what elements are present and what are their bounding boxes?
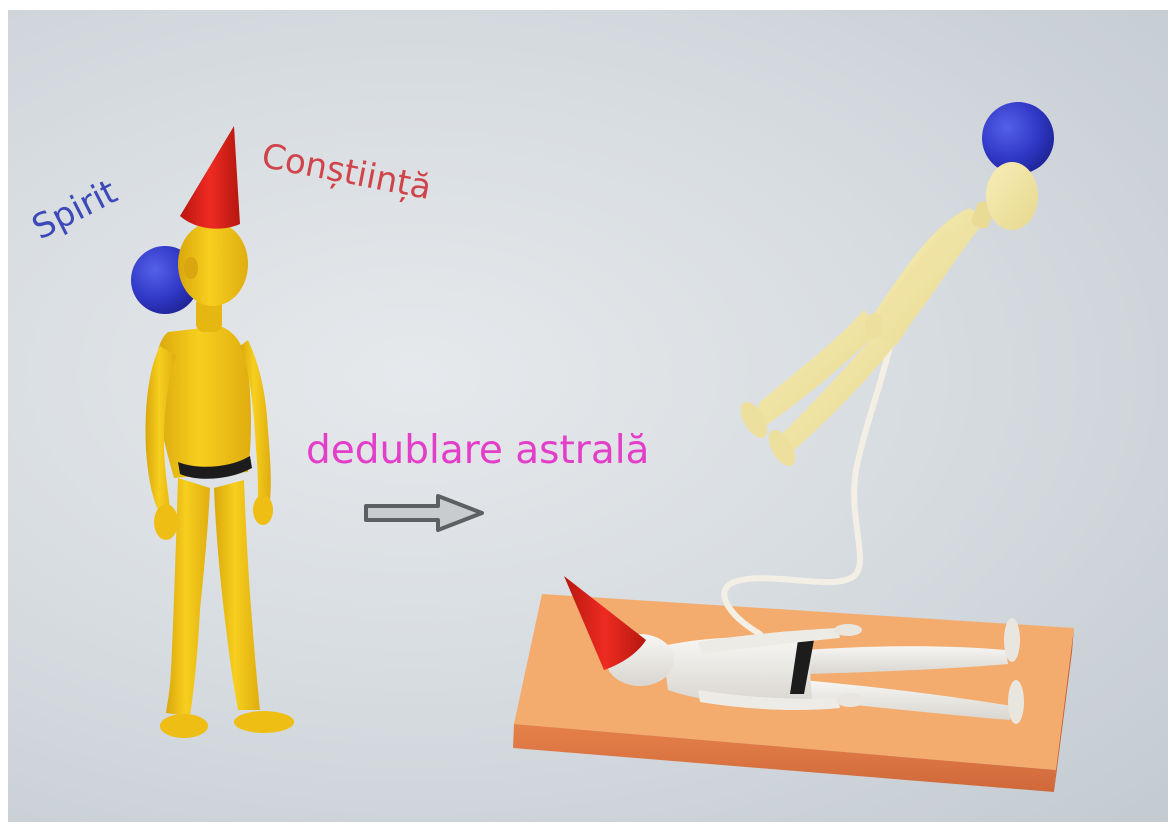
standing-torso <box>156 326 252 478</box>
right-arrow-icon <box>366 496 482 530</box>
astral-projection-diagram: Spirit Conștiință dedublare astrală <box>8 10 1168 822</box>
astral-figure <box>735 102 1054 470</box>
consciousness-cone <box>180 126 240 229</box>
astral-head <box>986 162 1038 230</box>
sleeping-foot-1 <box>1004 618 1020 662</box>
sleeping-foot-2 <box>1008 680 1024 724</box>
scene-illustration <box>8 10 1168 822</box>
standing-left-hand <box>154 504 178 540</box>
sleeping-hand-1 <box>834 624 862 636</box>
standing-left-foot <box>160 714 208 738</box>
standing-right-leg <box>214 480 260 710</box>
standing-right-hand <box>253 495 273 525</box>
astral-projection-label: dedublare astrală <box>306 428 649 473</box>
standing-ear <box>184 257 198 279</box>
standing-right-foot <box>234 711 294 733</box>
sleeping-hand-2 <box>836 693 864 707</box>
astral-hand <box>865 313 883 339</box>
standing-figure <box>131 126 294 738</box>
